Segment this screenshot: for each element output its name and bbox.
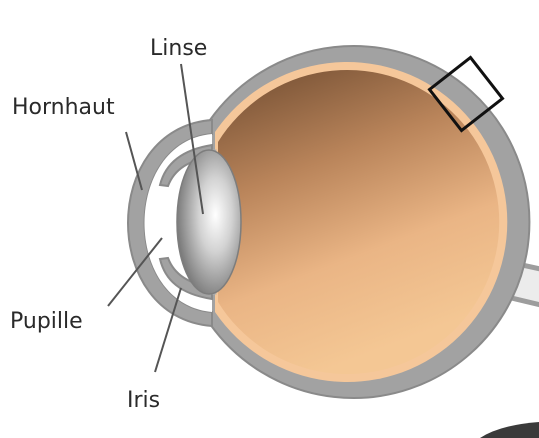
label-lens: Linse: [150, 36, 207, 61]
lens: [177, 150, 241, 294]
label-cornea: Hornhaut: [12, 95, 115, 120]
label-pupil: Pupille: [10, 309, 83, 334]
corner-shape: [480, 422, 539, 438]
label-iris: Iris: [127, 388, 160, 413]
